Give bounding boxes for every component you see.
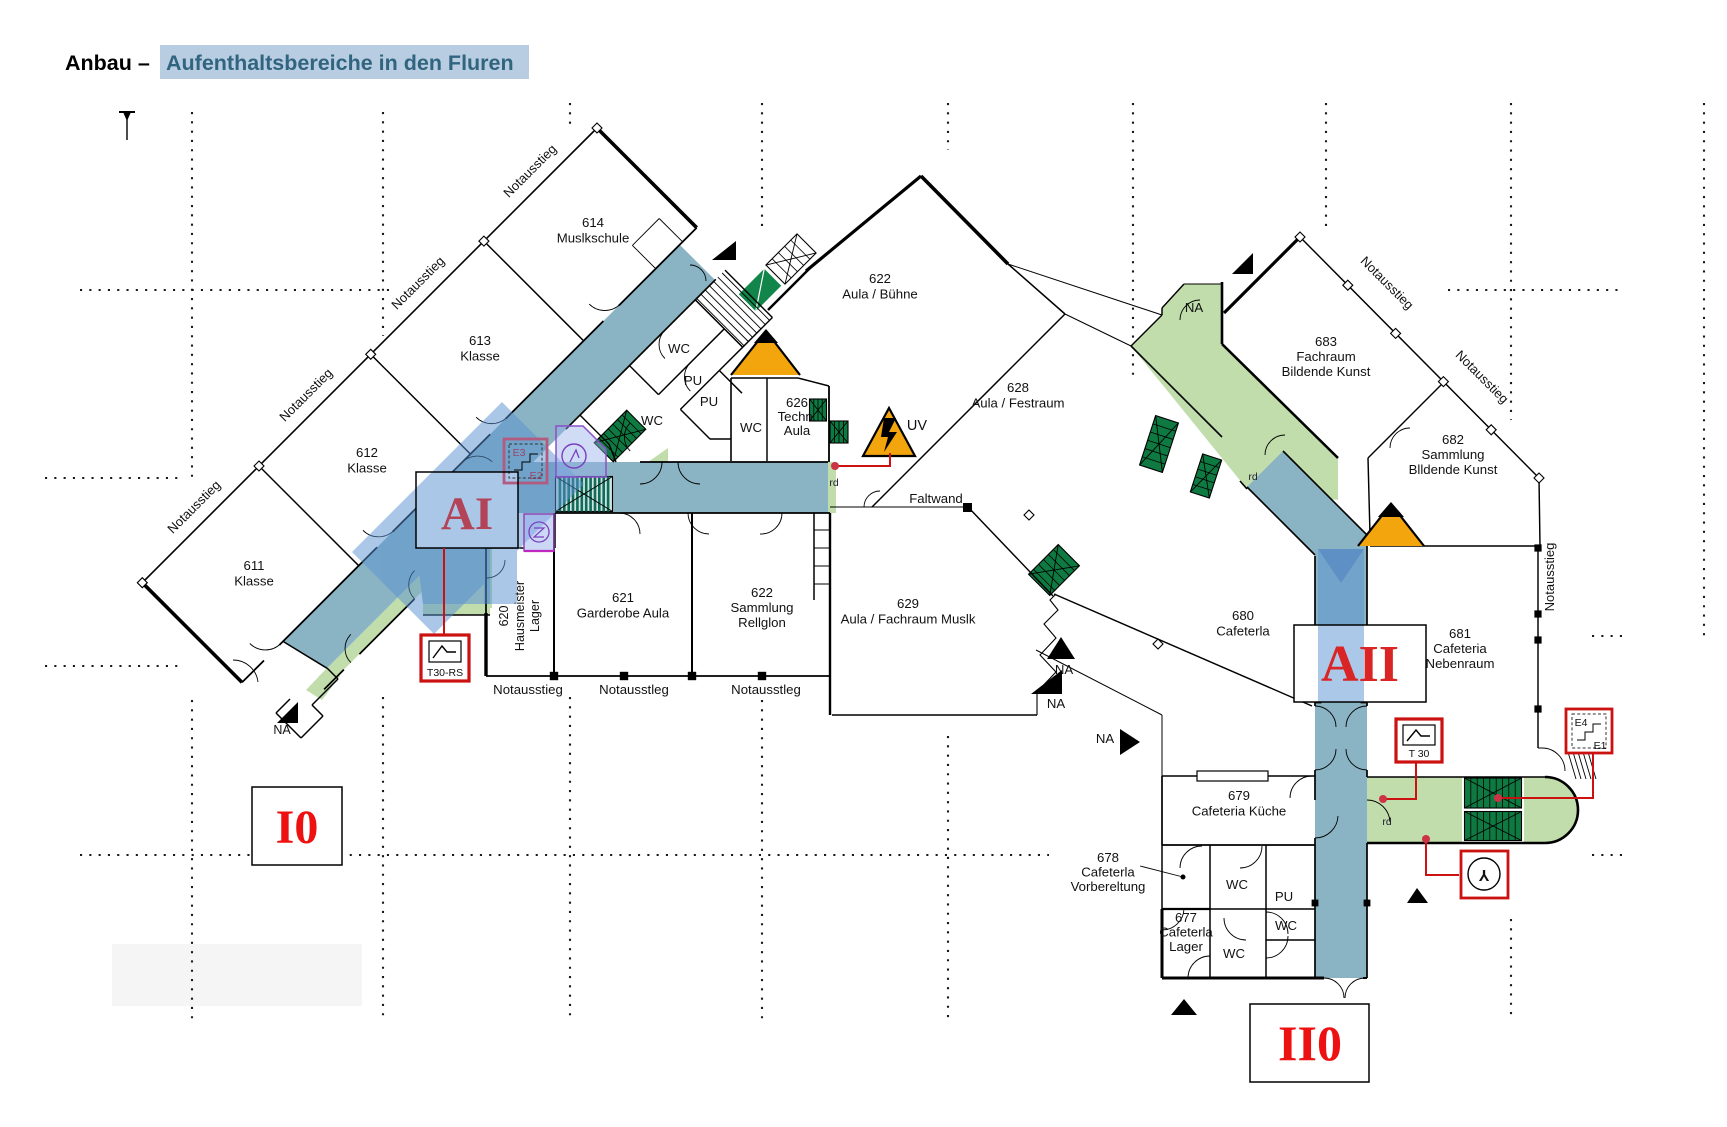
svg-text:622: 622 (751, 585, 773, 600)
svg-text:E2: E2 (530, 470, 543, 482)
svg-text:PU: PU (684, 373, 702, 388)
svg-text:614: 614 (582, 215, 604, 230)
svg-text:rd: rd (1248, 471, 1257, 483)
svg-text:Notausstieg: Notausstieg (1542, 543, 1557, 612)
svg-text:Klasse: Klasse (347, 461, 387, 476)
svg-text:Aula / Fachraum Muslk: Aula / Fachraum Muslk (841, 612, 976, 627)
svg-text:Rellglon: Rellglon (738, 615, 786, 630)
svg-text:Hausmeister: Hausmeister (513, 581, 527, 651)
svg-text:rd: rd (1382, 816, 1391, 828)
svg-text:626: 626 (786, 395, 808, 410)
svg-text:Garderobe Aula: Garderobe Aula (577, 606, 670, 621)
svg-text:678: 678 (1097, 850, 1119, 865)
svg-text:Aula / Festraum: Aula / Festraum (971, 396, 1064, 411)
svg-text:621: 621 (612, 590, 634, 605)
svg-text:Aufenthaltsbereiche in den Flu: Aufenthaltsbereiche in den Fluren (166, 51, 514, 75)
svg-text:679: 679 (1228, 788, 1250, 803)
svg-text:Notausstleg: Notausstleg (599, 682, 669, 697)
svg-text:I0: I0 (276, 801, 319, 854)
svg-text:Cafeterla: Cafeterla (1159, 925, 1213, 940)
svg-text:629: 629 (897, 596, 919, 611)
svg-text:613: 613 (469, 333, 491, 348)
svg-text:WC: WC (668, 341, 690, 356)
svg-text:683: 683 (1315, 334, 1337, 349)
svg-text:681: 681 (1449, 626, 1471, 641)
svg-text:Sammlung: Sammlung (730, 600, 793, 615)
svg-text:II0: II0 (1278, 1015, 1342, 1071)
svg-text:PU: PU (1275, 889, 1293, 904)
svg-text:PU: PU (700, 394, 718, 409)
svg-text:Bildende Kunst: Bildende Kunst (1282, 364, 1371, 379)
svg-text:Fachraum: Fachraum (1296, 349, 1355, 364)
svg-text:NA: NA (273, 723, 291, 737)
svg-text:WC: WC (1223, 946, 1245, 961)
svg-text:677: 677 (1175, 910, 1197, 925)
svg-text:Lager: Lager (1169, 939, 1203, 954)
svg-text:Y: Y (1478, 866, 1489, 883)
svg-text:Nebenraum: Nebenraum (1426, 656, 1495, 671)
svg-text:Aula / Bühne: Aula / Bühne (842, 287, 918, 302)
svg-text:WC: WC (740, 420, 762, 435)
svg-text:611: 611 (243, 558, 264, 573)
svg-text:Anbau –: Anbau – (65, 51, 150, 75)
svg-text:E4: E4 (1575, 717, 1588, 729)
svg-text:rd: rd (829, 477, 838, 489)
svg-text:Notausstleg: Notausstleg (731, 682, 801, 697)
svg-text:Muslkschule: Muslkschule (557, 231, 630, 246)
svg-text:622: 622 (869, 271, 891, 286)
svg-text:NA: NA (1096, 731, 1115, 746)
svg-text:Notausstieg: Notausstieg (493, 682, 563, 697)
svg-text:Cafeteria: Cafeteria (1433, 641, 1487, 656)
svg-text:680: 680 (1232, 608, 1254, 623)
svg-text:620: 620 (497, 606, 511, 627)
svg-text:Cafeterla: Cafeterla (1081, 865, 1135, 880)
svg-text:Cafeteria Küche: Cafeteria Küche (1192, 804, 1287, 819)
svg-text:628: 628 (1007, 380, 1029, 395)
svg-text:Aula: Aula (784, 423, 811, 438)
svg-text:Blldende Kunst: Blldende Kunst (1409, 462, 1498, 477)
svg-text:Faltwand: Faltwand (909, 491, 963, 506)
svg-text:AI: AI (441, 488, 493, 540)
svg-text:Cafeterla: Cafeterla (1216, 624, 1270, 639)
svg-text:WC: WC (1275, 918, 1297, 933)
svg-text:T 30: T 30 (1409, 748, 1430, 760)
svg-text:Techn.: Techn. (778, 409, 817, 424)
svg-text:AII: AII (1321, 636, 1399, 693)
svg-text:UV: UV (907, 418, 927, 434)
svg-text:WC: WC (641, 413, 663, 428)
svg-text:Lager: Lager (528, 600, 542, 632)
svg-text:NA: NA (1047, 696, 1066, 711)
svg-text:E1: E1 (1594, 740, 1607, 752)
svg-text:T30-RS: T30-RS (427, 667, 463, 679)
svg-text:E3: E3 (513, 447, 526, 459)
svg-text:682: 682 (1442, 432, 1464, 447)
svg-text:NA: NA (1185, 300, 1204, 315)
svg-text:Sammlung: Sammlung (1421, 447, 1484, 462)
svg-text:612: 612 (356, 445, 378, 460)
svg-text:Klasse: Klasse (234, 574, 274, 589)
svg-text:WC: WC (1226, 877, 1248, 892)
svg-text:Vorbereltung: Vorbereltung (1071, 879, 1146, 894)
svg-text:Klasse: Klasse (460, 349, 500, 364)
